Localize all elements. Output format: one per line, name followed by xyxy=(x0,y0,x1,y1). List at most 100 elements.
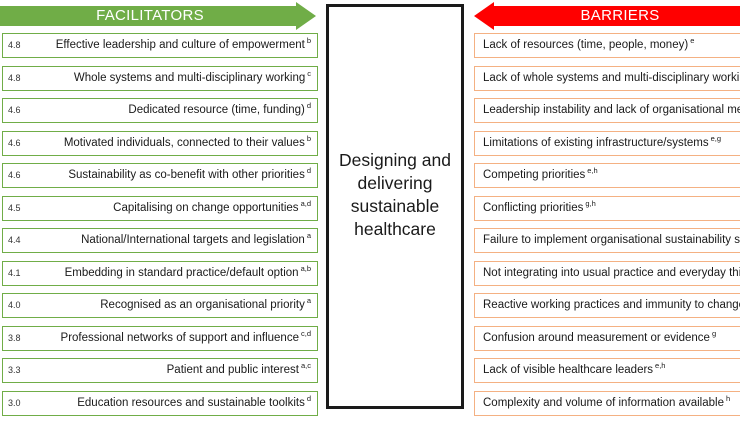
barrier-text-wrap: Reactive working practices and immunity … xyxy=(483,294,740,317)
center-line: delivering xyxy=(357,172,433,193)
facilitator-text-wrap: Embedding in standard practice/default o… xyxy=(65,262,311,285)
facilitator-text: Motivated individuals, connected to thei… xyxy=(63,136,305,149)
facilitator-score: 4.5 xyxy=(8,202,21,213)
barrier-item: Reactive working practices and immunity … xyxy=(474,293,740,318)
facilitator-ref: b xyxy=(306,36,311,46)
central-theme-title: Designing and delivering sustainable hea… xyxy=(335,149,455,241)
barrier-item: Leadership instability and lack of organ… xyxy=(474,98,740,123)
barrier-text: Confusion around measurement or evidence xyxy=(483,331,710,344)
barrier-item: Complexity and volume of information ava… xyxy=(474,390,740,416)
facilitator-item: 3.0 Education resources and sustainable t… xyxy=(2,390,318,416)
facilitator-text: National/International targets and legis… xyxy=(81,234,305,246)
barrier-text: Limitations of existing infrastructure/s… xyxy=(483,136,709,149)
facilitator-ref: a,c xyxy=(300,361,311,371)
center-line: sustainable xyxy=(350,195,440,216)
barrier-text-wrap: Leadership instability and lack of organ… xyxy=(483,99,740,122)
facilitator-score: 4.6 xyxy=(8,105,21,115)
barrier-item: Confusion around measurement or evidence… xyxy=(474,325,740,351)
facilitator-ref: c xyxy=(307,68,311,78)
facilitator-score: 3.0 xyxy=(8,397,21,408)
barrier-text-wrap: Failure to implement organisational sust… xyxy=(483,229,740,252)
barrier-text: Leadership instability and lack of organ… xyxy=(483,104,740,116)
facilitator-score: 4.8 xyxy=(8,72,21,83)
center-line: Designing and xyxy=(339,149,451,170)
barrier-ref: e xyxy=(690,36,695,46)
facilitator-score: 4.6 xyxy=(8,137,21,148)
facilitator-ref: a,d xyxy=(300,198,311,208)
facilitator-text-wrap: Recognised as an organisational priority… xyxy=(100,294,311,317)
facilitator-text: Embedding in standard practice/default o… xyxy=(64,266,299,279)
barrier-text: Failure to implement organisational sust… xyxy=(483,234,740,246)
barrier-text-wrap: Lack of whole systems and multi-discipli… xyxy=(483,67,740,90)
facilitator-score: 4.0 xyxy=(8,300,21,310)
barrier-item: Lack of resources (time, people, money)e xyxy=(474,33,740,58)
facilitator-text: Recognised as an organisational priority xyxy=(100,299,305,311)
facilitator-text-wrap: Effective leadership and culture of empo… xyxy=(56,34,311,57)
barrier-text-wrap: Confusion around measurement or evidence… xyxy=(483,327,716,350)
barrier-text: Complexity and volume of information ava… xyxy=(483,396,724,409)
barrier-item: Failure to implement organisational sust… xyxy=(474,228,740,253)
facilitator-ref: b xyxy=(306,133,311,143)
facilitator-ref: d xyxy=(306,166,311,176)
facilitator-item: 4.6 Dedicated resource (time, funding)d xyxy=(2,98,318,123)
facilitator-score: 4.8 xyxy=(8,40,21,50)
facilitator-item: 4.0 Recognised as an organisational prior… xyxy=(2,293,318,318)
barrier-text-wrap: Limitations of existing infrastructure/s… xyxy=(483,132,721,155)
facilitator-text-wrap: Sustainability as co-benefit with other … xyxy=(68,164,311,187)
facilitator-item: 3.8 Professional networks of support and … xyxy=(2,325,318,351)
facilitator-text: Patient and public interest xyxy=(166,364,299,376)
barrier-ref: g xyxy=(711,328,717,338)
facilitator-score: 3.3 xyxy=(8,365,21,375)
barrier-ref: e,g xyxy=(710,133,722,143)
facilitator-text: Professional networks of support and inf… xyxy=(60,331,299,344)
barrier-ref: e,h xyxy=(587,166,598,176)
facilitator-ref: a,b xyxy=(300,263,311,273)
barriers-arrow xyxy=(474,2,740,30)
barrier-text: Conflicting priorities xyxy=(483,201,584,214)
facilitators-list: 4.8 Effective leadership and culture of e… xyxy=(2,33,318,423)
barrier-text-wrap: Complexity and volume of information ava… xyxy=(483,392,730,415)
facilitator-item: 4.6 Motivated individuals, connected to t… xyxy=(2,130,318,156)
barrier-text-wrap: Lack of resources (time, people, money)e xyxy=(483,34,694,57)
facilitator-ref: c,d xyxy=(300,328,311,338)
facilitator-item: 4.8 Effective leadership and culture of e… xyxy=(2,33,318,58)
facilitators-arrow xyxy=(0,2,316,30)
barriers-heading: BARRIERS xyxy=(580,7,660,24)
facilitator-text: Capitalising on change opportunities xyxy=(113,201,299,214)
barrier-text-wrap: Not integrating into usual practice and … xyxy=(483,262,740,285)
facilitator-score: 4.6 xyxy=(8,170,21,180)
facilitator-item: 4.4 National/International targets and le… xyxy=(2,228,318,253)
facilitator-ref: a xyxy=(306,296,311,306)
facilitator-text: Whole systems and multi-disciplinary wor… xyxy=(73,71,306,84)
facilitator-score: 4.4 xyxy=(8,235,21,245)
barrier-ref: e,h xyxy=(655,361,666,371)
barrier-ref: g,h xyxy=(585,198,596,208)
facilitator-score: 4.1 xyxy=(8,267,21,278)
facilitator-text-wrap: Whole systems and multi-disciplinary wor… xyxy=(74,67,311,90)
barrier-item: Lack of whole systems and multi-discipli… xyxy=(474,65,740,91)
facilitator-text: Dedicated resource (time, funding) xyxy=(128,104,305,116)
barrier-item: Not integrating into usual practice and … xyxy=(474,260,740,286)
facilitator-text-wrap: Dedicated resource (time, funding)d xyxy=(128,99,311,122)
facilitator-text: Effective leadership and culture of empo… xyxy=(55,39,305,51)
facilitator-score: 3.8 xyxy=(8,332,21,343)
facilitator-item: 4.1 Embedding in standard practice/defaul… xyxy=(2,260,318,286)
facilitator-ref: d xyxy=(306,393,311,403)
central-theme-box: Designing and delivering sustainable hea… xyxy=(326,4,464,409)
barrier-text: Lack of visible healthcare leaders xyxy=(483,364,654,376)
facilitator-text-wrap: Education resources and sustainable tool… xyxy=(77,392,311,415)
barrier-text: Not integrating into usual practice and … xyxy=(483,266,740,279)
facilitator-item: 4.8 Whole systems and multi-disciplinary … xyxy=(2,65,318,91)
facilitator-item: 4.6 Sustainability as co-benefit with oth… xyxy=(2,163,318,188)
barrier-item: Limitations of existing infrastructure/s… xyxy=(474,130,740,156)
facilitator-text-wrap: Motivated individuals, connected to thei… xyxy=(64,132,311,155)
facilitator-ref: d xyxy=(306,101,311,111)
